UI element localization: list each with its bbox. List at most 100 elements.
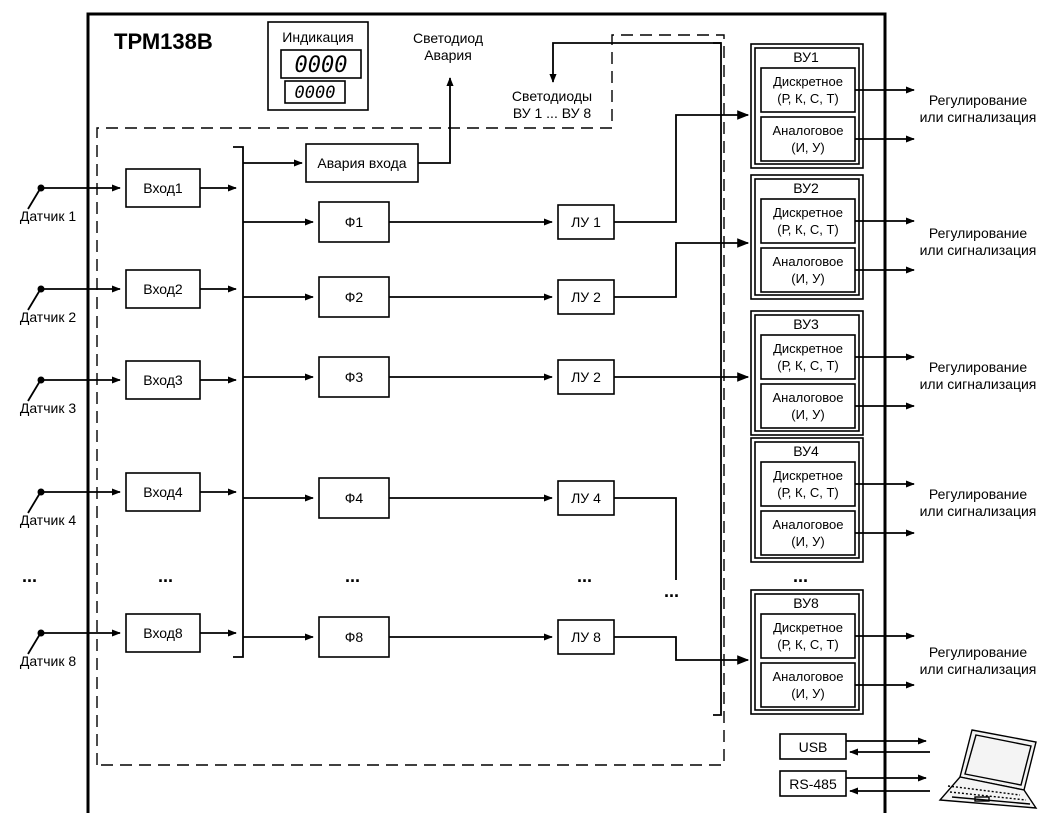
output-caption-2: или сигнализация	[920, 376, 1037, 392]
indication-display-bottom	[284, 80, 346, 104]
output-device-name: ВУ4	[793, 443, 819, 459]
input-block	[125, 360, 201, 400]
logic-output-route	[614, 636, 750, 665]
output-caption-2: или сигнализация	[920, 503, 1037, 519]
output-caption: Регулирование	[929, 225, 1027, 241]
input-alarm-block	[305, 143, 419, 183]
filter-block	[318, 276, 390, 318]
output-caption-2: или сигнализация	[920, 661, 1037, 677]
discrete-output-block	[760, 461, 856, 507]
sensor-label: Датчик 8	[20, 653, 77, 669]
logic-unit-block	[557, 204, 615, 240]
filter-label: Ф2	[345, 289, 364, 305]
sensor-tip-icon	[37, 629, 45, 637]
analog-output-block	[760, 247, 856, 293]
filter-label: Ф1	[345, 214, 364, 230]
logic-unit-block	[557, 480, 615, 516]
device-title: ТРМ138В	[114, 29, 213, 54]
sensor-label: Датчик 4	[20, 512, 77, 528]
input-bus-bracket	[233, 146, 244, 658]
analog-output-types: (И, У)	[791, 407, 824, 422]
led-outputs-label-2: ВУ 1 ... ВУ 8	[513, 105, 592, 121]
input-ellipsis: ...	[158, 566, 173, 586]
discrete-output-label: Дискретное	[773, 620, 843, 635]
input-label: Вход8	[143, 625, 183, 641]
analog-output-label: Аналоговое	[773, 517, 844, 532]
discrete-output-block	[760, 334, 856, 380]
output-bus-bracket	[713, 42, 722, 716]
sensor-tip-icon	[37, 285, 45, 293]
rs485-label: RS-485	[789, 776, 837, 792]
output-device-name: ВУ1	[793, 49, 819, 65]
output-caption: Регулирование	[929, 92, 1027, 108]
discrete-output-types: (Р, К, С, Т)	[777, 485, 838, 500]
analog-output-label: Аналоговое	[773, 254, 844, 269]
input-block	[125, 472, 201, 512]
discrete-output-types: (Р, К, С, Т)	[777, 222, 838, 237]
logic-ellipsis: ...	[577, 566, 592, 586]
output-device-name: ВУ2	[793, 180, 819, 196]
device-frame	[86, 12, 887, 813]
sensor-probe-icon	[27, 289, 41, 311]
output-caption-2: или сигнализация	[920, 242, 1037, 258]
logic-output-route	[614, 497, 677, 580]
indication-display-top-value: 0000	[295, 53, 348, 78]
logic-unit-block	[557, 279, 615, 315]
discrete-output-label: Дискретное	[773, 205, 843, 220]
discrete-output-types: (Р, К, С, Т)	[777, 91, 838, 106]
analog-output-label: Аналоговое	[773, 123, 844, 138]
logic-unit-block	[557, 619, 615, 655]
sensor-ellipsis: ...	[22, 566, 37, 586]
input-label: Вход4	[143, 484, 183, 500]
discrete-output-label: Дискретное	[773, 341, 843, 356]
output-device-name: ВУ3	[793, 316, 819, 332]
indication-label: Индикация	[282, 29, 353, 45]
sensor-probe-icon	[27, 633, 41, 655]
sensor-tip-icon	[37, 376, 45, 384]
logic-unit-label: ЛУ 2	[571, 289, 601, 305]
output-caption: Регулирование	[929, 486, 1027, 502]
analog-output-block	[760, 662, 856, 708]
usb-label: USB	[799, 739, 828, 755]
discrete-output-block	[760, 198, 856, 244]
analog-output-types: (И, У)	[791, 534, 824, 549]
logic-output-route	[614, 238, 750, 298]
input-block	[125, 613, 201, 653]
sensor-probe-icon	[27, 188, 41, 210]
analog-output-label: Аналоговое	[773, 669, 844, 684]
filter-block	[318, 356, 390, 398]
logic-unit-label: ЛУ 2	[571, 369, 601, 385]
output-caption-2: или сигнализация	[920, 109, 1037, 125]
logic-output-route	[614, 110, 750, 223]
routing-ellipsis: ...	[664, 581, 679, 601]
rs485-port	[779, 770, 847, 797]
discrete-output-label: Дискретное	[773, 468, 843, 483]
discrete-output-types: (Р, К, С, Т)	[777, 637, 838, 652]
sensor-tip-icon	[37, 184, 45, 192]
input-label: Вход1	[143, 180, 183, 196]
input-block	[125, 168, 201, 208]
processing-area-boundary	[96, 34, 725, 766]
analog-output-block	[760, 510, 856, 556]
usb-port	[779, 733, 847, 760]
output-ellipsis: ...	[793, 566, 808, 586]
logic-unit-label: ЛУ 4	[571, 490, 601, 506]
led-alarm-label: Светодиод	[413, 30, 483, 46]
filter-ellipsis: ...	[345, 566, 360, 586]
logic-unit-label: ЛУ 1	[571, 214, 601, 230]
analog-output-label: Аналоговое	[773, 390, 844, 405]
discrete-output-label: Дискретное	[773, 74, 843, 89]
laptop-icon	[938, 729, 1038, 809]
analog-output-types: (И, У)	[791, 140, 824, 155]
output-caption: Регулирование	[929, 644, 1027, 660]
sensor-probe-icon	[27, 492, 41, 514]
